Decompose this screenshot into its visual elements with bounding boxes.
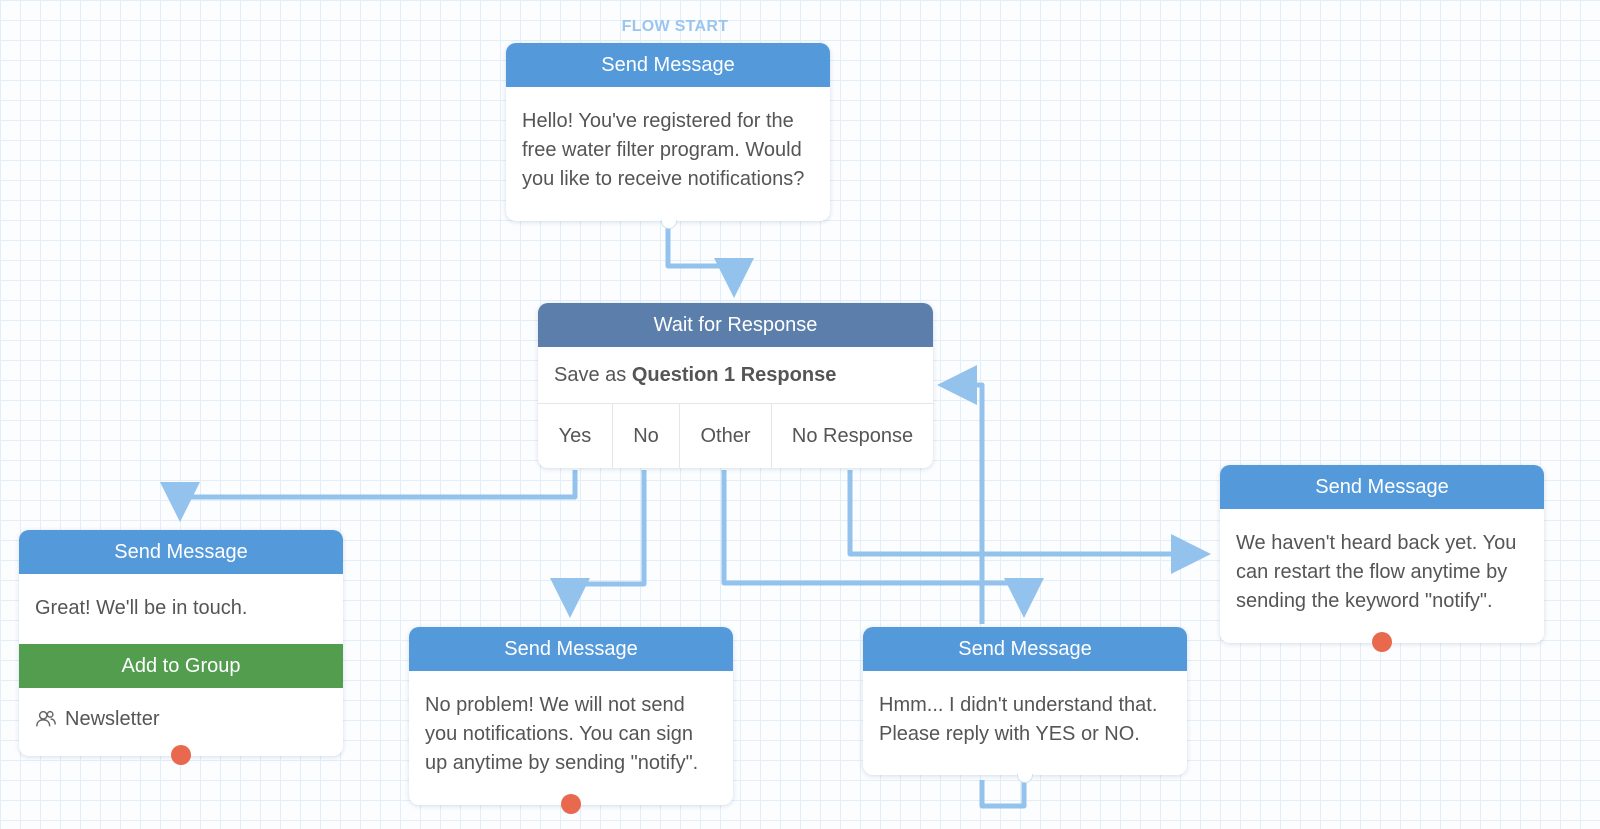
wire-bottom-loop bbox=[979, 776, 1027, 809]
node-noresponse-send-message[interactable]: Send Message We haven't heard back yet. … bbox=[1220, 465, 1544, 643]
message-text: Hmm... I didn't understand that. Please … bbox=[879, 694, 1158, 745]
message-text: Hello! You've registered for the free wa… bbox=[522, 110, 805, 190]
category-yes[interactable]: Yes bbox=[538, 404, 613, 468]
node-wait-for-response[interactable]: Wait for Response Save as Question 1 Res… bbox=[538, 303, 933, 468]
category-no[interactable]: No bbox=[613, 404, 680, 468]
save-as-target: Question 1 Response bbox=[631, 364, 837, 386]
wire-start-to-wait bbox=[665, 222, 754, 298]
exit-port[interactable] bbox=[661, 220, 677, 229]
node-header[interactable]: Send Message bbox=[409, 627, 733, 671]
wire-other-loop-back bbox=[937, 365, 985, 624]
exit-dot-yes[interactable] bbox=[171, 745, 191, 765]
node-no-send-message[interactable]: Send Message No problem! We will not sen… bbox=[409, 627, 733, 805]
node-header[interactable]: Send Message bbox=[506, 43, 830, 87]
wire-other bbox=[721, 470, 1044, 618]
group-name: Newsletter bbox=[65, 708, 160, 730]
response-categories: Yes No Other No Response bbox=[538, 404, 933, 468]
exit-dot-no-response[interactable] bbox=[1372, 632, 1392, 652]
node-header[interactable]: Send Message bbox=[863, 627, 1187, 671]
group-row: Newsletter bbox=[19, 688, 343, 750]
exit-dot-no[interactable] bbox=[561, 794, 581, 814]
category-no-response[interactable]: No Response bbox=[791, 425, 914, 447]
node-header[interactable]: Wait for Response bbox=[538, 303, 933, 347]
node-header[interactable]: Send Message bbox=[1220, 465, 1544, 509]
exit-port[interactable] bbox=[1017, 774, 1033, 783]
flow-start-label: FLOW START bbox=[621, 18, 729, 35]
save-as-row: Save as Question 1 Response bbox=[538, 347, 933, 404]
group-icon bbox=[36, 710, 56, 727]
add-to-group-header[interactable]: Add to Group bbox=[19, 644, 343, 688]
wire-no bbox=[550, 470, 647, 618]
wire-yes bbox=[160, 470, 578, 522]
message-text: We haven't heard back yet. You can resta… bbox=[1236, 532, 1517, 612]
category-other[interactable]: Other bbox=[680, 404, 772, 468]
node-other-send-message[interactable]: Send Message Hmm... I didn't understand … bbox=[863, 627, 1187, 783]
node-start-send-message[interactable]: Send Message Hello! You've registered fo… bbox=[506, 43, 830, 229]
node-yes-send-message[interactable]: Send Message Great! We'll be in touch. A… bbox=[19, 530, 343, 756]
wire-no-response bbox=[847, 470, 1211, 574]
message-text: No problem! We will not send you notific… bbox=[425, 694, 699, 774]
save-as-prefix: Save as bbox=[554, 364, 627, 386]
message-text: Great! We'll be in touch. bbox=[35, 597, 248, 619]
node-header[interactable]: Send Message bbox=[19, 530, 343, 574]
